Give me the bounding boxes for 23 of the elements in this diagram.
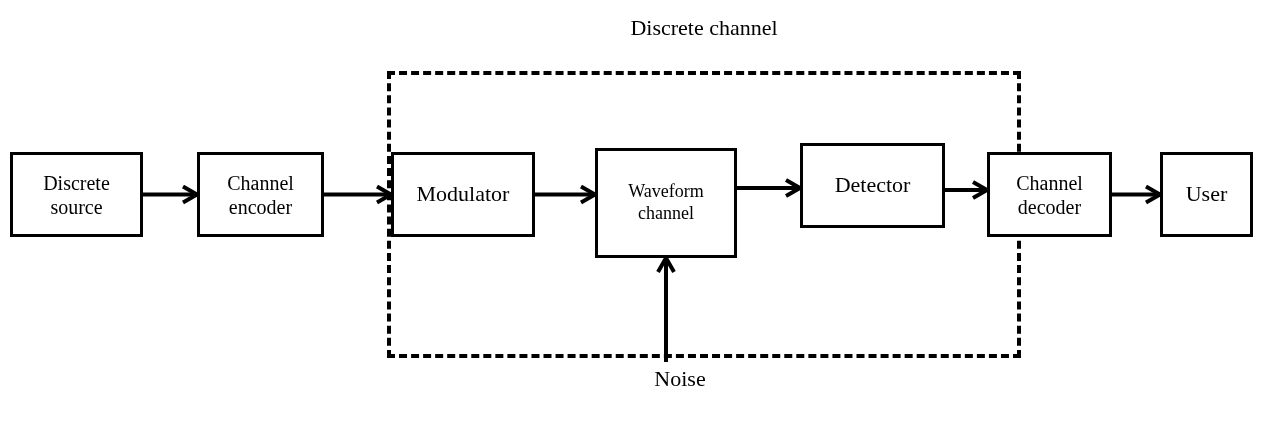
process-box bbox=[595, 148, 737, 258]
input-label: Noise bbox=[653, 365, 707, 393]
arrow bbox=[737, 178, 802, 198]
process-box bbox=[987, 152, 1112, 237]
process-box bbox=[391, 152, 535, 237]
box-label: Channel decoder bbox=[1015, 170, 1084, 219]
process-box bbox=[800, 143, 945, 228]
arrow bbox=[1112, 184, 1162, 205]
arrow bbox=[535, 184, 597, 205]
arrow bbox=[143, 184, 199, 205]
arrow bbox=[324, 184, 393, 205]
box-label: Modulator bbox=[415, 181, 511, 208]
box-label: Discrete source bbox=[42, 170, 111, 219]
arrow bbox=[945, 180, 989, 200]
process-box bbox=[10, 152, 143, 237]
process-box bbox=[197, 152, 324, 237]
box-label: Waveform channel bbox=[627, 181, 705, 225]
process-box bbox=[1160, 152, 1253, 237]
box-label: Detector bbox=[833, 172, 912, 199]
box-label: Channel encoder bbox=[226, 170, 295, 219]
group-heading: Discrete channel bbox=[629, 15, 779, 41]
box-label: User bbox=[1184, 181, 1229, 208]
arrow bbox=[656, 256, 676, 362]
